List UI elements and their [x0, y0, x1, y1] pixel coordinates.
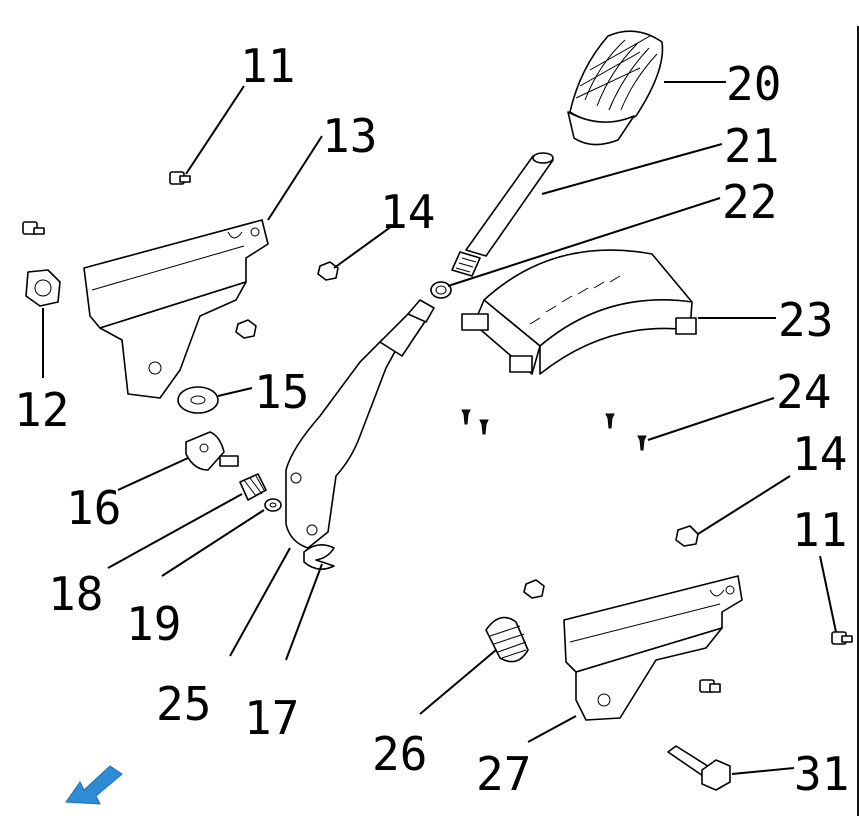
callout-26: 26 [372, 727, 427, 781]
part-16-pin [185, 431, 239, 471]
callout-23: 23 [778, 293, 833, 347]
part-nut-small-center [523, 579, 545, 599]
callout-22: 22 [722, 175, 777, 229]
part-screw-left [22, 221, 45, 235]
part-14-nut-bottom [675, 525, 699, 547]
part-24-screws [461, 409, 647, 451]
part-13-bracket [83, 219, 269, 399]
part-11-screw-top [169, 171, 191, 185]
part-27-bracket [563, 575, 743, 721]
callout-20: 20 [726, 57, 781, 111]
callout-24: 24 [776, 365, 831, 419]
part-nut-small-left [235, 319, 257, 339]
callout-14-top: 14 [380, 185, 435, 239]
part-14-nut-top [317, 261, 339, 281]
callout-18: 18 [48, 567, 103, 621]
part-26-spring [485, 616, 529, 663]
callout-27: 27 [476, 747, 531, 801]
part-18-spring [239, 473, 267, 501]
callout-16: 16 [66, 481, 121, 535]
callout-17: 17 [244, 691, 299, 745]
part-23-gate [461, 249, 697, 375]
callout-labels: 11 13 14 20 21 22 23 12 15 16 18 19 25 1… [14, 39, 849, 801]
part-19-washer-small [264, 498, 282, 512]
part-17-clip [303, 544, 335, 570]
part-21-shaft [451, 152, 554, 277]
callout-11-top: 11 [240, 39, 295, 93]
callout-11-bottom: 11 [792, 503, 847, 557]
part-20-grip [567, 30, 664, 146]
part-25-lever [285, 299, 435, 549]
callout-25: 25 [156, 677, 211, 731]
part-12-nut [25, 269, 61, 307]
callout-15: 15 [254, 365, 309, 419]
callout-14-bottom: 14 [792, 427, 847, 481]
part-screw-lower [699, 679, 721, 693]
part-31-bolt [667, 745, 731, 791]
callout-13: 13 [322, 109, 377, 163]
callout-31: 31 [794, 747, 849, 801]
frame-border [857, 26, 859, 816]
part-22-washer [430, 281, 452, 299]
part-15-washer [177, 386, 219, 414]
arrow-down-left-icon[interactable] [60, 760, 130, 810]
callout-19: 19 [126, 597, 181, 651]
callout-21: 21 [724, 119, 779, 173]
part-11-screw-bottom [831, 631, 853, 645]
leader-lines [42, 81, 837, 775]
callout-12: 12 [14, 383, 69, 437]
